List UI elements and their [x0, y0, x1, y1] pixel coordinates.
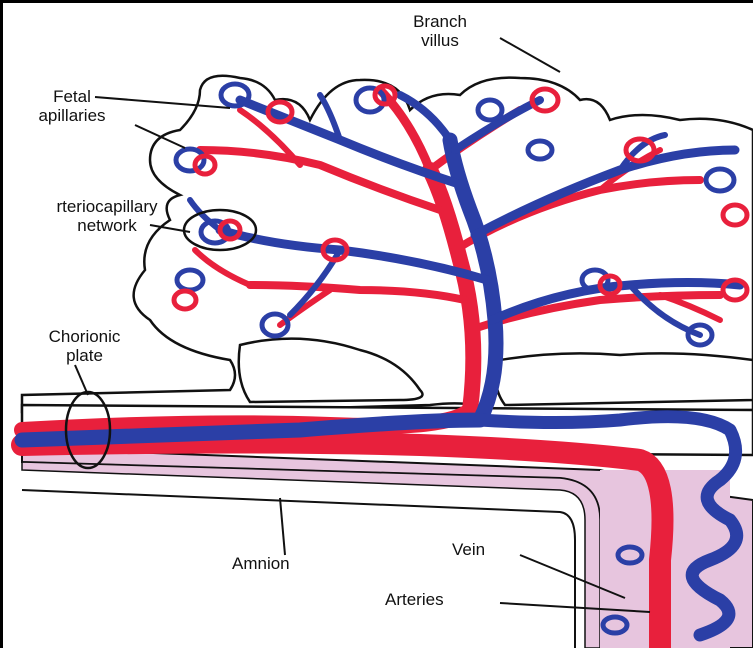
arteriocapillary-network-label: rteriocapillary network: [22, 197, 192, 235]
branch-villus-line1: Branch: [405, 12, 475, 31]
fetal-capillaries-line2: apillaries: [22, 106, 122, 125]
arteriocapillary-line2: network: [22, 216, 192, 235]
branch-villus-label: Branch villus: [405, 12, 475, 50]
branch-villus-line2: villus: [405, 31, 475, 50]
amnion-label: Amnion: [232, 554, 290, 573]
vein-label: Vein: [452, 540, 485, 559]
fetal-capillaries-label: Fetal apillaries: [22, 87, 122, 125]
arteries-label: Arteries: [385, 590, 444, 609]
fetal-capillaries-line1: Fetal: [22, 87, 122, 106]
chorionic-line2: plate: [22, 346, 147, 365]
chorionic-plate-label: Chorionic plate: [22, 327, 147, 365]
arteriocapillary-line1: rteriocapillary: [22, 197, 192, 216]
chorionic-line1: Chorionic: [22, 327, 147, 346]
amnion-layer-lower: [22, 462, 600, 648]
amnion-base: [22, 490, 575, 648]
